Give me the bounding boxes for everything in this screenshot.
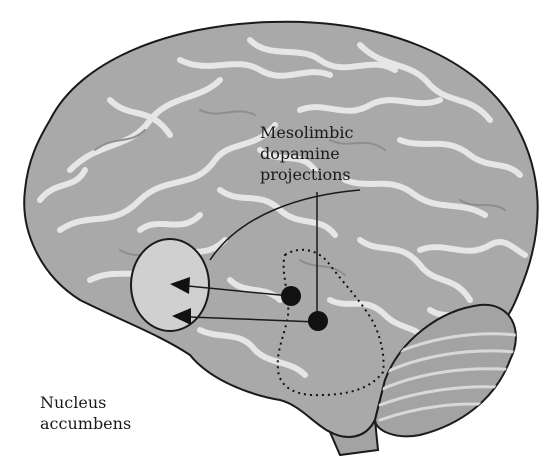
neuron-dot-lower [308, 311, 328, 331]
neuron-dot-upper [281, 286, 301, 306]
nucleus-accumbens-label: Nucleus accumbens [40, 392, 131, 434]
mesolimbic-line-2: dopamine [260, 143, 353, 164]
mesolimbic-line-1: Mesolimbic [260, 122, 353, 143]
nucleus-line-1: Nucleus [40, 392, 131, 413]
mesolimbic-line-3: projections [260, 164, 353, 185]
mesolimbic-label: Mesolimbic dopamine projections [260, 122, 353, 185]
nucleus-line-2: accumbens [40, 413, 131, 434]
